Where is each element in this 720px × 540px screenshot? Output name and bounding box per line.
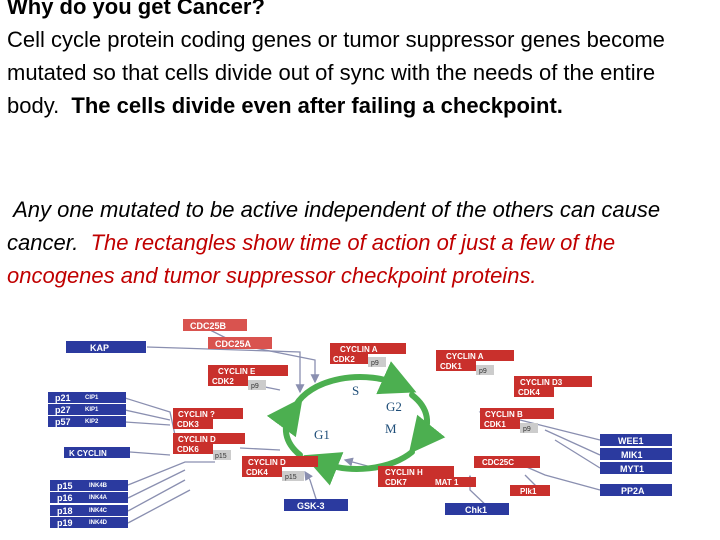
blue-protein-boxes: KAP p21 CIP1 p27 KIP1 p57 KIP2 K CYCLIN … [48, 341, 672, 528]
cdk2-1-label: CDK2 [333, 355, 355, 364]
p9-2-label: p9 [479, 368, 487, 375]
mutation-text: Any one mutated to be active independent… [7, 197, 661, 255]
p16-label: p16 [57, 493, 73, 503]
cyclin-q-label: CYCLIN ? [178, 410, 215, 419]
p15-1-label: p15 [215, 453, 227, 460]
slide-title: Why do you get Cancer? [7, 0, 265, 19]
cdk6-label: CDK6 [177, 445, 199, 454]
cdk2-2-label: CDK2 [212, 377, 234, 386]
gsk3-label: GSK-3 [297, 501, 325, 511]
cyclin-d-label: CYCLIN D [178, 435, 216, 444]
p27-sup-label: KIP1 [85, 407, 99, 413]
pp2a-label: PP2A [621, 486, 645, 496]
mutation-paragraph: Any one mutated to be active independent… [7, 193, 715, 292]
chk1-label: Chk1 [465, 505, 487, 515]
cyclin-e-label: CYCLIN E [218, 367, 256, 376]
cyclin-b-label: CYCLIN B [485, 410, 523, 419]
wee1-label: WEE1 [618, 436, 644, 446]
cyclin-a-1-label: CYCLIN A [340, 345, 378, 354]
p16-sup-label: INK4A [89, 495, 108, 501]
p19-sup-label: INK4D [89, 520, 108, 526]
kap-label: KAP [90, 343, 109, 353]
p9-3-label: p9 [251, 383, 259, 390]
mat1-label: MAT 1 [435, 478, 459, 487]
p15-2-label: p15 [285, 474, 297, 481]
p15-label: p15 [57, 481, 73, 491]
phase-g2: G2 [386, 399, 402, 414]
red-protein-boxes: CDC25B CDC25A CYCLIN A CDK2 p9 CYCLIN A … [173, 319, 592, 496]
plk1-label: Plk1 [520, 487, 537, 496]
intro-text: Cell cycle protein coding genes or tumor… [7, 27, 665, 118]
p19-label: p19 [57, 518, 73, 528]
myt1-label: MYT1 [620, 464, 644, 474]
cyclin-h-label: CYCLIN H [385, 468, 423, 477]
cdc25b-label: CDC25B [190, 321, 227, 331]
phase-s: S [352, 383, 359, 398]
cyclin-d2-label: CYCLIN D [248, 458, 286, 467]
k-cyclin-label: K CYCLIN [69, 449, 107, 458]
p57-label: p57 [55, 417, 71, 427]
cdc25a-label: CDC25A [215, 339, 252, 349]
p21-label: p21 [55, 393, 71, 403]
p21-sup-label: CIP1 [85, 395, 99, 401]
intro-paragraph: Why do you get Cancer? Cell cycle protei… [7, 0, 715, 122]
cdk1-2-label: CDK1 [484, 420, 506, 429]
cdk7-label: CDK7 [385, 478, 407, 487]
p18-sup-label: INK4C [89, 508, 108, 514]
phase-m: M [385, 421, 397, 436]
cdk4-1-label: CDK4 [518, 388, 540, 397]
cdk1-1-label: CDK1 [440, 362, 462, 371]
phase-g1: G1 [314, 427, 330, 442]
cdk4-2-label: CDK4 [246, 468, 268, 477]
p15-sup-label: INK4B [89, 483, 108, 489]
cyclin-d3-label: CYCLIN D3 [520, 378, 563, 387]
p9-1-label: p9 [371, 360, 379, 367]
p27-label: p27 [55, 405, 71, 415]
p18-label: p18 [57, 506, 73, 516]
mik1-label: MIK1 [621, 450, 643, 460]
cdc25c-label: CDC25C [482, 458, 514, 467]
rectangles-note: The rectangles show time of action of ju… [7, 230, 616, 288]
cdk3-label: CDK3 [177, 420, 199, 429]
cyclin-a-2-label: CYCLIN A [446, 352, 484, 361]
intro-bold-text: The cells divide even after failing a ch… [71, 93, 563, 118]
cycle-arrows [266, 361, 446, 486]
p57-sup-label: KIP2 [85, 419, 99, 425]
p9-4-label: p9 [523, 426, 531, 433]
